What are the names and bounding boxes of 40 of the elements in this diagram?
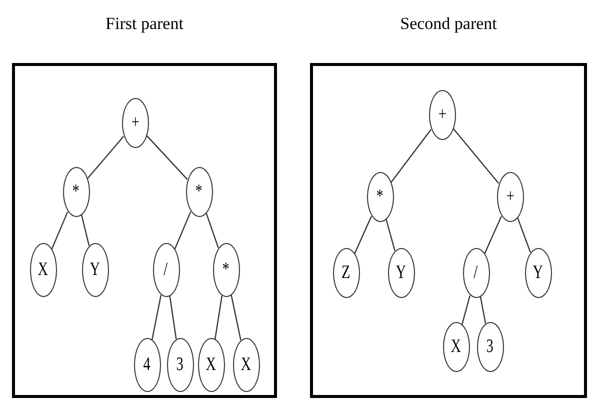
tree-node-ellipse: X xyxy=(198,338,224,392)
tree-edge xyxy=(390,129,432,183)
tree-node-ellipse: * xyxy=(212,243,240,297)
tree-edge xyxy=(146,135,188,180)
tree-node-ellipse: Y xyxy=(524,248,552,298)
tree-node-ellipse: / xyxy=(152,243,180,297)
panel-title: First parent xyxy=(104,14,184,34)
tree-node-ellipse: X xyxy=(442,322,470,372)
tree-node-ellipse: Y xyxy=(388,248,414,298)
tree-node-ellipse: * xyxy=(186,167,212,217)
tree-edge xyxy=(86,136,124,180)
tree-edge xyxy=(461,295,471,325)
tree-node-ellipse: Z xyxy=(332,248,360,298)
tree-node-ellipse: Y xyxy=(82,243,108,297)
tree-edge xyxy=(169,296,177,340)
tree-edge xyxy=(80,214,90,246)
tree-edge xyxy=(354,216,372,254)
tree-edge xyxy=(452,128,500,184)
tree-edge xyxy=(484,216,502,254)
tree-edge xyxy=(386,219,396,251)
tree-node-ellipse: 4 xyxy=(134,338,160,392)
tree-edge xyxy=(206,212,219,248)
tree-node-ellipse: + xyxy=(428,90,456,140)
panel-title: Second parent xyxy=(399,14,498,34)
tree-node-ellipse: + xyxy=(496,172,524,222)
tree-node-ellipse: X xyxy=(232,338,260,392)
tree-node-ellipse: 3 xyxy=(476,322,504,372)
tree-node-ellipse: + xyxy=(122,98,148,148)
tree-edge xyxy=(51,211,68,250)
tree-node-ellipse: 3 xyxy=(166,338,194,392)
tree-edge xyxy=(214,296,223,340)
tree-edge xyxy=(174,211,192,250)
tree-node-ellipse: X xyxy=(30,243,56,297)
tree-edge xyxy=(230,294,242,340)
tree-node-ellipse: * xyxy=(62,167,90,217)
tree-edge xyxy=(480,296,486,324)
tree-node-ellipse: / xyxy=(462,248,490,298)
tree-edge xyxy=(517,217,531,253)
tree-node-ellipse: * xyxy=(366,172,394,222)
tree-edge xyxy=(151,294,162,340)
